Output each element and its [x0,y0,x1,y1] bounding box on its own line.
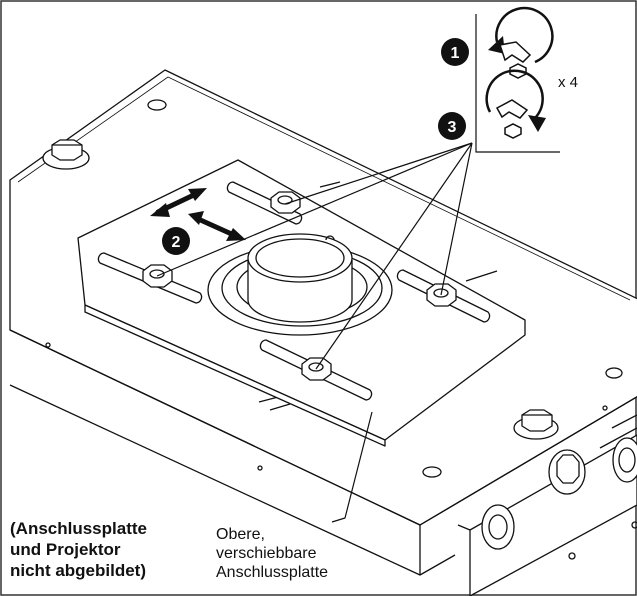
corner-bolt-right [513,409,559,440]
side-bracket [457,414,637,596]
multiplier-label: x 4 [558,74,579,91]
nut-right [426,283,457,307]
step-badge-2: 2 [162,227,190,255]
caption-line: verschiebbare [216,545,317,562]
corner-bolt-left [42,139,90,170]
note-line: nicht abgebildet) [10,561,146,580]
caption-line: Obere, [216,526,265,543]
nut-top [270,191,301,214]
step-number-1: 1 [451,45,460,62]
caption-line: Anschlussplatte [216,564,329,581]
step-number-3: 3 [448,119,457,136]
icon-box [475,14,560,153]
note-line: (Anschlussplatte [10,519,147,538]
plate-slots [97,181,491,401]
tighten-wrench-icon [485,69,546,139]
base-plate-front-edge [9,329,421,576]
leader-lines [156,142,473,523]
center-pipe [207,233,393,336]
plate-caption: Obere, verschiebbare Anschlussplatte [216,525,328,582]
note-text: (Anschlussplatte und Projektor nicht abg… [10,518,147,581]
note-line: und Projektor [10,540,121,559]
step-number-2: 2 [172,234,181,251]
step-badge-1: 1 [441,38,469,66]
step-badge-3: 3 [438,112,466,140]
